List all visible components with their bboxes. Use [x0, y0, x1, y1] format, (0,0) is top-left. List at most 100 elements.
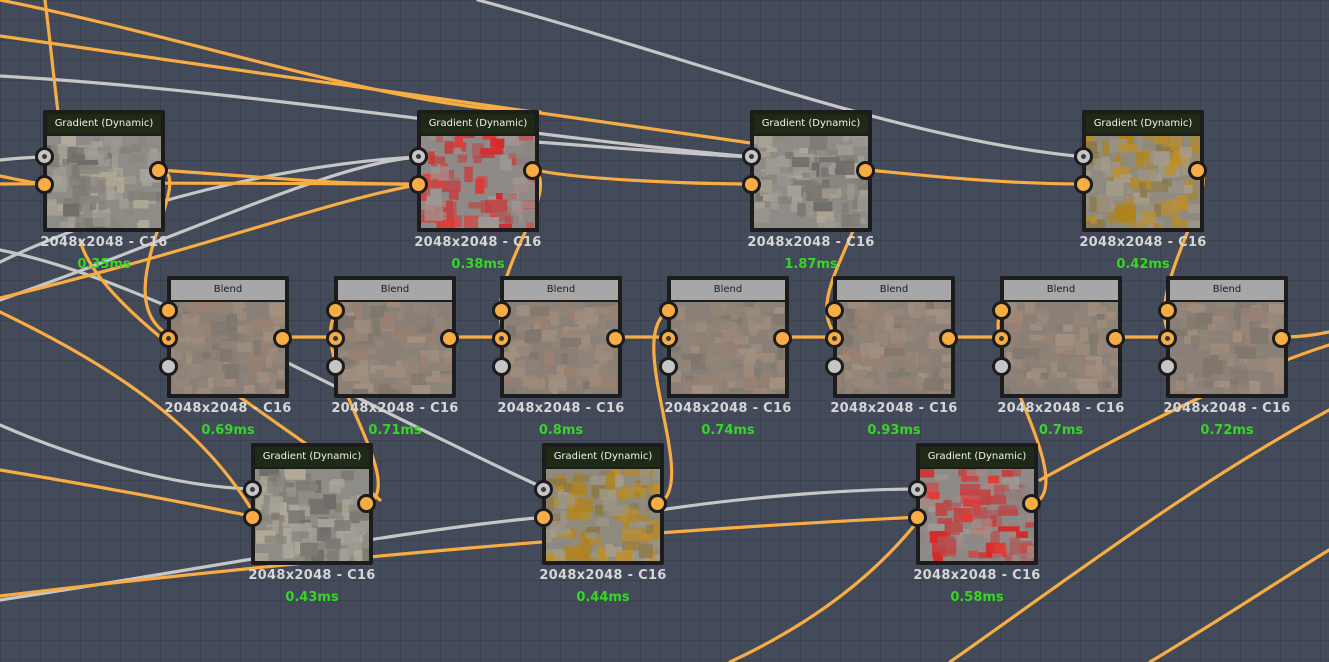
node-title: Gradient (Dynamic) [1086, 114, 1200, 134]
gradient-node[interactable]: Gradient (Dynamic) 2048x2048 - C16 0.44m… [534, 443, 667, 605]
input-port-background[interactable] [326, 329, 345, 348]
output-port[interactable] [1106, 329, 1125, 348]
node-resolution: 2048x2048 - C16 [331, 401, 459, 416]
node-resolution: 2048x2048 - C16 [664, 401, 792, 416]
input-port-mask[interactable] [825, 357, 844, 376]
node-title: Blend [671, 280, 785, 300]
output-port[interactable] [149, 161, 168, 180]
blend-node[interactable]: Blend 2048x2048 - C16 0.69ms [159, 276, 292, 438]
output-port[interactable] [939, 329, 958, 348]
gradient-node[interactable]: Gradient (Dynamic) 2048x2048 - C16 1.87m… [742, 110, 875, 272]
input-port-foreground[interactable] [659, 301, 678, 320]
output-port[interactable] [273, 329, 292, 348]
input-port-background[interactable] [492, 329, 511, 348]
node-resolution: 2048x2048 - C16 [539, 568, 667, 583]
output-port[interactable] [1022, 494, 1041, 513]
input-port-gray[interactable] [409, 147, 428, 166]
input-port-orange[interactable] [409, 175, 428, 194]
wire [158, 168, 424, 186]
input-port-foreground[interactable] [326, 301, 345, 320]
wire [0, 0, 542, 114]
blend-node[interactable]: Blend 2048x2048 - C16 0.8ms [492, 276, 625, 438]
input-port-mask[interactable] [1158, 357, 1177, 376]
node-resolution: 2048x2048 - C16 [1163, 401, 1291, 416]
node-timing: 0.69ms [201, 423, 255, 438]
texture-preview [1004, 302, 1118, 394]
node-thumbnail [754, 136, 868, 228]
input-port-background[interactable] [159, 329, 178, 348]
node-thumbnail [837, 302, 951, 394]
blend-node[interactable]: Blend 2048x2048 - C16 0.74ms [659, 276, 792, 438]
gradient-node[interactable]: Gradient (Dynamic) 2048x2048 - C16 0.35m… [35, 110, 168, 272]
gradient-node[interactable]: Gradient (Dynamic) 2048x2048 - C16 0.38m… [409, 110, 542, 272]
node-timing: 0.42ms [1116, 257, 1170, 272]
input-port-gray[interactable] [35, 147, 54, 166]
output-port[interactable] [1188, 161, 1207, 180]
input-port-gray[interactable] [243, 480, 262, 499]
blend-node[interactable]: Blend 2048x2048 - C16 0.72ms [1158, 276, 1291, 438]
output-port[interactable] [606, 329, 625, 348]
output-port[interactable] [648, 494, 667, 513]
gradient-node[interactable]: Gradient (Dynamic) 2048x2048 - C16 0.58m… [908, 443, 1041, 605]
input-port-background[interactable] [825, 329, 844, 348]
gradient-node[interactable]: Gradient (Dynamic) 2048x2048 - C16 0.42m… [1074, 110, 1207, 272]
node-timing: 0.7ms [1038, 423, 1084, 438]
texture-preview [504, 302, 618, 394]
wire [728, 515, 923, 662]
node-thumbnail [1170, 302, 1284, 394]
output-port[interactable] [523, 161, 542, 180]
input-port-foreground[interactable] [825, 301, 844, 320]
input-port-mask[interactable] [492, 357, 511, 376]
node-resolution: 2048x2048 - C16 [913, 568, 1041, 583]
node-timing: 1.87ms [784, 257, 838, 272]
node-timing: 0.38ms [451, 257, 505, 272]
output-port[interactable] [856, 161, 875, 180]
node-timing: 0.71ms [368, 423, 422, 438]
input-port-background[interactable] [659, 329, 678, 348]
wire [658, 487, 923, 512]
node-title: Gradient (Dynamic) [47, 114, 161, 134]
node-timing: 0.8ms [538, 423, 584, 438]
input-port-orange[interactable] [243, 508, 262, 527]
input-port-mask[interactable] [992, 357, 1011, 376]
output-port[interactable] [773, 329, 792, 348]
input-port-background[interactable] [992, 329, 1011, 348]
node-title: Gradient (Dynamic) [754, 114, 868, 134]
output-port[interactable] [357, 494, 376, 513]
node-title: Gradient (Dynamic) [546, 447, 660, 467]
input-port-orange[interactable] [1074, 175, 1093, 194]
input-port-gray[interactable] [534, 480, 553, 499]
input-port-orange[interactable] [742, 175, 761, 194]
input-port-mask[interactable] [159, 357, 178, 376]
node-resolution: 2048x2048 - C16 [40, 235, 168, 250]
input-port-foreground[interactable] [992, 301, 1011, 320]
input-port-mask[interactable] [326, 357, 345, 376]
input-port-orange[interactable] [908, 508, 927, 527]
input-port-orange[interactable] [35, 175, 54, 194]
output-port[interactable] [1272, 329, 1291, 348]
gradient-node[interactable]: Gradient (Dynamic) 2048x2048 - C16 0.43m… [243, 443, 376, 605]
input-port-foreground[interactable] [492, 301, 511, 320]
node-thumbnail [546, 469, 660, 561]
wire [0, 515, 923, 598]
input-port-orange[interactable] [534, 508, 553, 527]
output-port[interactable] [440, 329, 459, 348]
blend-node[interactable]: Blend 2048x2048 - C16 0.93ms [825, 276, 958, 438]
node-thumbnail [255, 469, 369, 561]
input-port-gray[interactable] [908, 480, 927, 499]
node-thumbnail [171, 302, 285, 394]
node-timing: 0.44ms [576, 590, 630, 605]
input-port-gray[interactable] [1074, 147, 1093, 166]
input-port-gray[interactable] [742, 147, 761, 166]
input-port-background[interactable] [1158, 329, 1177, 348]
input-port-foreground[interactable] [1158, 301, 1177, 320]
texture-preview [754, 136, 868, 228]
input-port-mask[interactable] [659, 357, 678, 376]
texture-preview [837, 302, 951, 394]
blend-node[interactable]: Blend 2048x2048 - C16 0.7ms [992, 276, 1125, 438]
input-port-foreground[interactable] [159, 301, 178, 320]
node-resolution: 2048x2048 - C16 [997, 401, 1125, 416]
blend-node[interactable]: Blend 2048x2048 - C16 0.71ms [326, 276, 459, 438]
texture-preview [255, 469, 369, 561]
